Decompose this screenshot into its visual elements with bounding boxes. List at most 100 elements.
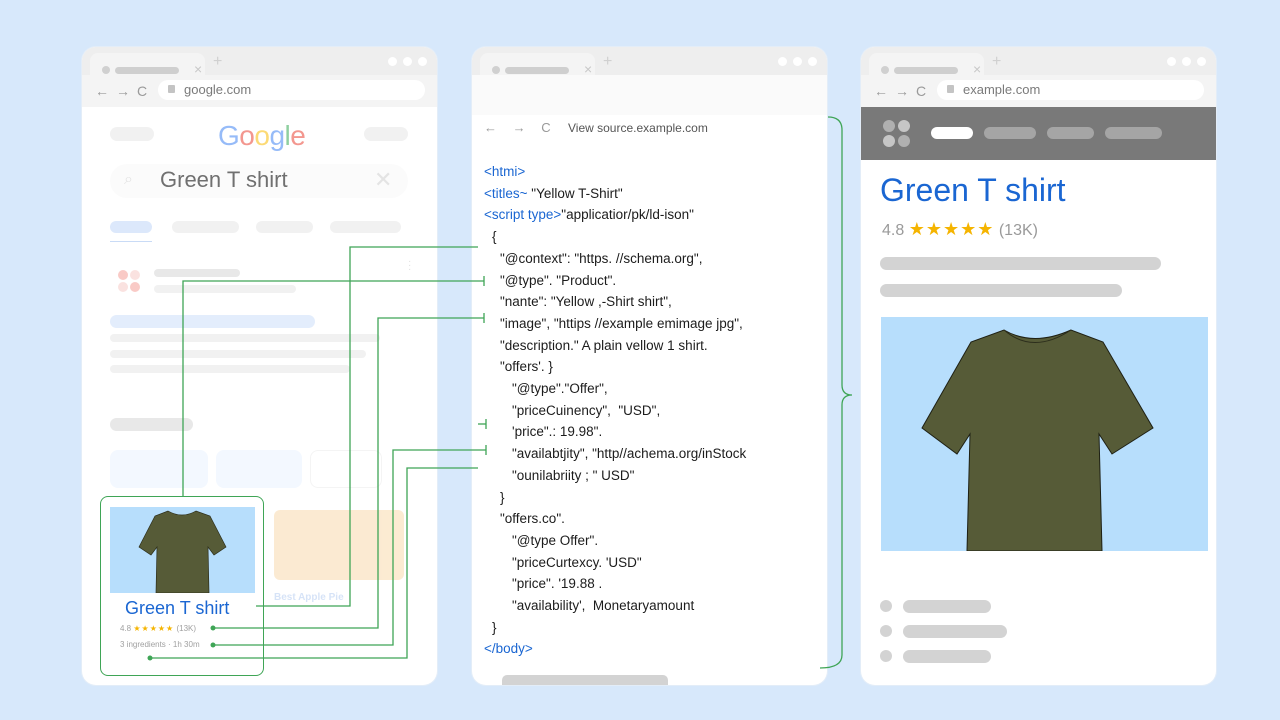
reload-icon[interactable]: C <box>541 120 551 135</box>
result-site-placeholder <box>154 269 240 277</box>
new-tab-icon[interactable]: + <box>213 53 223 70</box>
code-line: <script type>"applicatior/pk/ld-ison" <box>484 207 694 223</box>
product-page-browser: × + ← → C example.com Green T shirt 4.8 … <box>861 47 1216 685</box>
nav-item[interactable] <box>1105 127 1162 139</box>
result-link-placeholder[interactable] <box>110 315 315 328</box>
product-title: Green T shirt <box>880 172 1066 208</box>
rating-value: 4.8 <box>882 222 905 239</box>
view-source-browser: × + ← → C View source.example.com <htmi>… <box>472 47 827 685</box>
forward-icon[interactable]: → <box>116 83 130 99</box>
star-rating-icon: ★★★★★ <box>133 624 175 633</box>
tab-placeholder[interactable] <box>330 221 401 233</box>
placeholder-pill <box>364 127 408 141</box>
window-dot-icon[interactable] <box>808 57 817 66</box>
back-icon[interactable]: ← <box>484 120 497 135</box>
toolbar-placeholder <box>472 75 827 115</box>
tab-bar: × + <box>82 47 437 77</box>
window-controls <box>778 57 817 66</box>
code-line: { <box>492 229 497 245</box>
result-snippet-placeholder <box>110 334 380 342</box>
google-logo: Google <box>218 120 306 151</box>
product-image[interactable] <box>881 317 1208 551</box>
window-dot-icon[interactable] <box>388 57 397 66</box>
browser-tab[interactable]: × <box>90 53 205 77</box>
result-rating: 4.8 ★★★★★ (13K) <box>120 624 196 633</box>
filter-chip[interactable] <box>216 450 302 488</box>
window-controls <box>388 57 427 66</box>
filter-chip[interactable] <box>110 450 208 488</box>
window-dot-icon[interactable] <box>793 57 802 66</box>
window-dot-icon[interactable] <box>778 57 787 66</box>
browser-tab[interactable]: × <box>480 53 595 77</box>
nav-item[interactable] <box>1047 127 1094 139</box>
reload-icon[interactable]: C <box>137 83 148 99</box>
code-line: "ounilabriity ; " USD" <box>512 467 635 483</box>
address-bar: ← → C example.com <box>861 75 1216 107</box>
result-url-placeholder <box>154 285 296 293</box>
url-text: google.com <box>184 82 252 97</box>
window-dot-icon[interactable] <box>403 57 412 66</box>
product-rating: 4.8 ★★★★★ (13K) <box>882 219 1038 240</box>
feature-placeholder <box>903 625 1007 638</box>
tshirt-thumbnail[interactable] <box>110 507 255 593</box>
tab-placeholder[interactable] <box>172 221 239 233</box>
window-dot-icon[interactable] <box>1182 57 1191 66</box>
forward-icon[interactable]: → <box>512 120 526 135</box>
code-line: "price". '19.88 . <box>512 576 603 592</box>
lock-icon <box>947 85 954 93</box>
window-dot-icon[interactable] <box>1197 57 1206 66</box>
tshirt-icon <box>138 510 227 593</box>
reload-icon[interactable]: C <box>916 83 927 99</box>
search-input[interactable] <box>110 164 408 198</box>
back-icon[interactable]: ← <box>95 83 109 99</box>
nav-item-active[interactable] <box>931 127 973 139</box>
window-dot-icon[interactable] <box>1167 57 1176 66</box>
review-count: (13K) <box>998 222 1038 239</box>
code-line: <htmi> <box>484 164 526 179</box>
close-tab-icon[interactable]: × <box>973 61 982 77</box>
clear-search-icon[interactable]: ✕ <box>374 167 393 192</box>
close-tab-icon[interactable]: × <box>584 61 593 77</box>
horizontal-scrollbar[interactable] <box>502 675 668 685</box>
result-snippet-placeholder <box>110 350 366 358</box>
tab-title-placeholder <box>894 67 958 74</box>
tab-all-active[interactable] <box>110 221 152 233</box>
code-line: "offers.co". <box>500 511 565 527</box>
google-search-browser: × + ← → C google.com Google ⌕ Green T sh… <box>82 47 437 685</box>
code-line: "@type Offer". <box>512 532 599 548</box>
url-field[interactable]: google.com <box>158 80 425 100</box>
more-options-icon[interactable]: ··· <box>408 256 412 275</box>
code-line: "image", "httips //example emimage jpg", <box>500 315 743 331</box>
code-line: "@context": "https. //schema.org", <box>500 250 703 266</box>
faded-result-card[interactable]: Best Apple Pie <box>274 510 404 630</box>
active-tab-underline <box>110 241 152 242</box>
close-tab-icon[interactable]: × <box>194 61 203 77</box>
tab-placeholder[interactable] <box>256 221 313 233</box>
site-logo-icon[interactable] <box>883 120 911 148</box>
window-controls <box>1167 57 1206 66</box>
tab-favicon-icon <box>492 66 500 74</box>
result-title[interactable]: Green T shirt <box>125 598 230 618</box>
forward-icon[interactable]: → <box>895 83 909 99</box>
site-favicon-icon <box>118 270 142 294</box>
code-line: "@type"."Offer", <box>512 381 608 397</box>
section-heading-placeholder <box>110 418 193 431</box>
new-tab-icon[interactable]: + <box>992 53 1002 70</box>
code-line: "priceCurtexcy. 'USD" <box>512 554 642 570</box>
feature-placeholder <box>903 600 991 613</box>
nav-item[interactable] <box>984 127 1036 139</box>
url-text: example.com <box>963 82 1041 97</box>
result-meta: 3 ingredients · 1h 30m <box>120 640 200 649</box>
url-text[interactable]: View source.example.com <box>568 121 708 135</box>
window-dot-icon[interactable] <box>418 57 427 66</box>
tab-favicon-icon <box>102 66 110 74</box>
code-line: 'price".: 19.98". <box>512 424 603 440</box>
back-icon[interactable]: ← <box>874 83 888 99</box>
code-line: "description." A plain vellow 1 shirt. <box>500 337 708 353</box>
filter-chip[interactable] <box>310 450 382 488</box>
new-tab-icon[interactable]: + <box>603 53 613 70</box>
lock-icon <box>168 85 175 93</box>
browser-tab[interactable]: × <box>869 53 984 77</box>
url-field[interactable]: example.com <box>937 80 1204 100</box>
code-line: <titles~ "Yellow T-Shirt" <box>484 185 623 201</box>
